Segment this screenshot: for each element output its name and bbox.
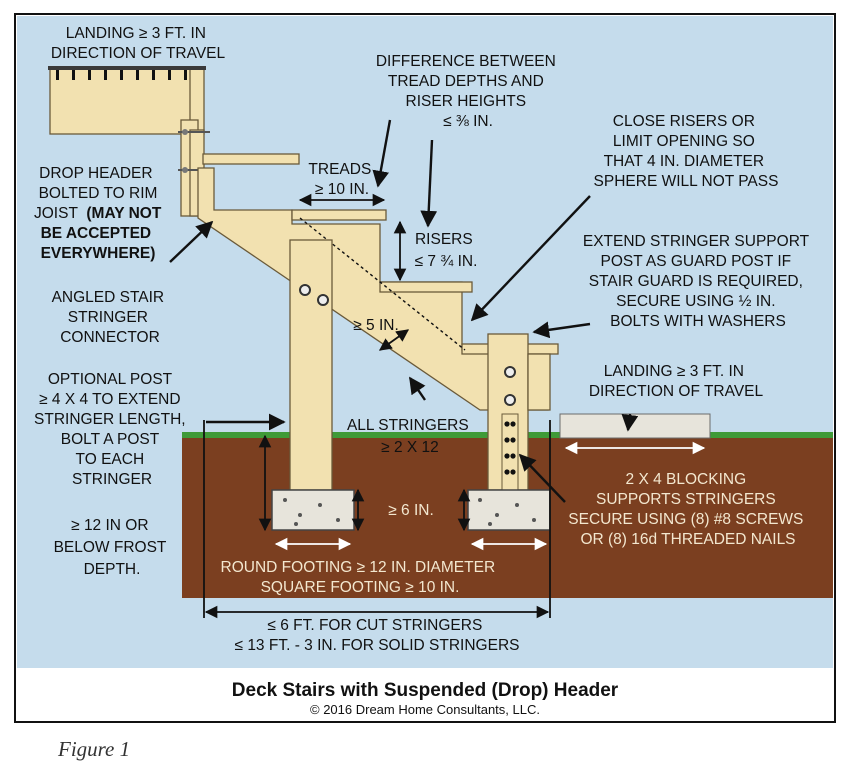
risers-label: RISERS ≤ 7 ¾ IN. (415, 231, 478, 270)
copyright-text: © 2016 Dream Home Consultants, LLC. (310, 702, 540, 717)
support-post (487, 333, 551, 491)
post-bolt (317, 294, 329, 306)
treads-label: TREADS ≥ 10 IN. (308, 161, 375, 198)
landing-bottom-label: LANDING ≥ 3 FT. IN DIRECTION OF TRAVEL (589, 363, 764, 400)
footing-right (467, 489, 551, 531)
landing-top-label: LANDING ≥ 3 FT. IN DIRECTION OF TRAVEL (51, 25, 226, 62)
blocking-label: 2 X 4 BLOCKING SUPPORTS STRINGERS SECURE… (568, 471, 807, 548)
drop-header-note: (MAY NOT BE ACCEPTED EVERYWHERE) (41, 205, 166, 262)
optional-post-label: OPTIONAL POST ≥ 4 X 4 TO EXTEND STRINGER… (34, 371, 190, 488)
post-bolt (299, 284, 311, 296)
dimension-lines (169, 119, 706, 619)
stringer-depth-label: ≥ 5 IN. (353, 317, 399, 334)
footing-height-label: ≥ 6 IN. (388, 502, 434, 519)
optional-post (289, 239, 333, 491)
upper-deck (48, 66, 210, 217)
footer-band (17, 668, 833, 720)
span-label: ≤ 6 FT. FOR CUT STRINGERS ≤ 13 FT. - 3 I… (235, 617, 520, 654)
diagram-title: Deck Stairs with Suspended (Drop) Header (232, 680, 619, 701)
connector-label: ANGLED STAIR STRINGER CONNECTOR (52, 289, 169, 346)
extend-post-label: EXTEND STRINGER SUPPORT POST AS GUARD PO… (583, 233, 813, 330)
drop-header-label: DROP HEADER BOLTED TO RIM (39, 165, 158, 202)
drop-header-joist-label: JOIST (34, 205, 78, 222)
footing-left (271, 489, 355, 531)
footing-size-label: ROUND FOOTING ≥ 12 IN. DIAMETER SQUARE F… (221, 559, 500, 596)
close-risers-label: CLOSE RISERS OR LIMIT OPENING SO THAT 4 … (594, 113, 779, 190)
lower-landing-slab (559, 413, 711, 439)
figure-caption: Figure 1 (57, 737, 130, 761)
difference-label: DIFFERENCE BETWEEN TREAD DEPTHS AND RISE… (376, 53, 560, 130)
all-stringers-label: ALL STRINGERS ≥ 2 X 12 (347, 417, 473, 456)
footing-depth-label: ≥ 12 IN OR BELOW FROST DEPTH. (54, 517, 171, 578)
